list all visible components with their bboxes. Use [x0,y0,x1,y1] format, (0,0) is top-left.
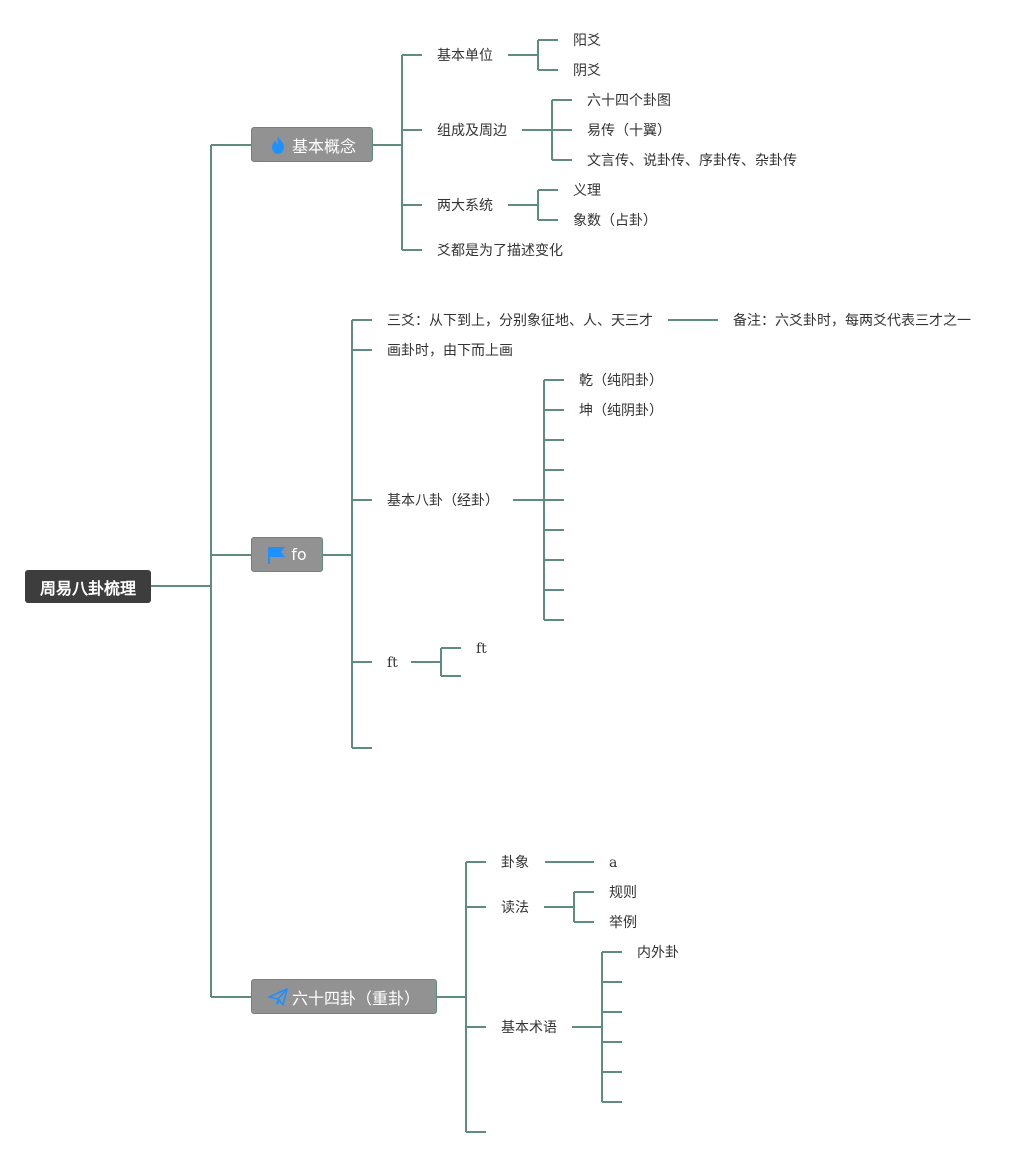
connector-line [513,379,564,621]
connector-line [522,99,572,161]
node-draw-order[interactable]: 画卦时，由下而上画 [387,343,513,359]
branch-label: 基本概念 [291,136,356,156]
branch-basic-concepts[interactable]: 基本概念 [251,127,373,162]
node-three-yao[interactable]: 三爻：从下到上，分别象征地、人、天三才 [387,313,653,329]
node-note-six-yao[interactable]: 备注：六爻卦时，每两爻代表三才之一 [733,313,971,329]
connector-line [572,951,622,1103]
node-examples[interactable]: 举例 [609,915,637,931]
node-rules[interactable]: 规则 [609,885,637,901]
node-yin-yao[interactable]: 阴爻 [573,63,601,79]
connector-line [437,861,486,1133]
node-eight-trigrams[interactable]: 基本八卦（经卦） [387,493,499,509]
node-a[interactable]: a [609,855,618,871]
node-ft[interactable]: ft [387,655,398,671]
node-commentaries[interactable]: 文言传、说卦传、序卦传、杂卦传 [587,153,797,169]
root-label: 周易八卦梳理 [39,578,136,598]
flame-icon [268,135,288,155]
node-qian[interactable]: 乾（纯阳卦） [579,373,663,389]
node-ft-child[interactable]: ft [476,641,487,657]
connector-line [373,54,422,251]
flag-icon [267,545,287,565]
connector-line [544,891,594,923]
node-yizhuan[interactable]: 易传（十翼） [587,123,671,139]
connector-line [151,144,251,998]
node-64-diagrams[interactable]: 六十四个卦图 [587,93,671,109]
branch-fo[interactable]: fo [251,537,323,572]
node-reading[interactable]: 读法 [501,900,529,916]
connector-line [508,189,558,221]
branch-sixty-four-hexagrams[interactable]: 六十四卦（重卦） [251,979,437,1014]
root-node[interactable]: 周易八卦梳理 [25,570,151,603]
branch-label: fo [291,545,307,564]
node-xiangshu[interactable]: 象数（占卦） [573,213,657,229]
connector-line [508,39,558,71]
node-composition[interactable]: 组成及周边 [437,123,507,139]
node-basic-unit[interactable]: 基本单位 [437,48,493,64]
connector-line [323,319,372,749]
node-kun[interactable]: 坤（纯阴卦） [579,403,663,419]
node-yili[interactable]: 义理 [573,183,601,199]
node-inner-outer[interactable]: 内外卦 [637,945,679,961]
branch-label: 六十四卦（重卦） [291,988,420,1008]
paper-plane-icon [268,987,288,1007]
node-yao-change[interactable]: 爻都是为了描述变化 [437,243,563,259]
node-yang-yao[interactable]: 阳爻 [573,33,601,49]
connector-line [411,647,461,677]
node-terms[interactable]: 基本术语 [501,1020,557,1036]
node-guaxiang[interactable]: 卦象 [501,855,529,871]
node-two-systems[interactable]: 两大系统 [437,198,493,214]
